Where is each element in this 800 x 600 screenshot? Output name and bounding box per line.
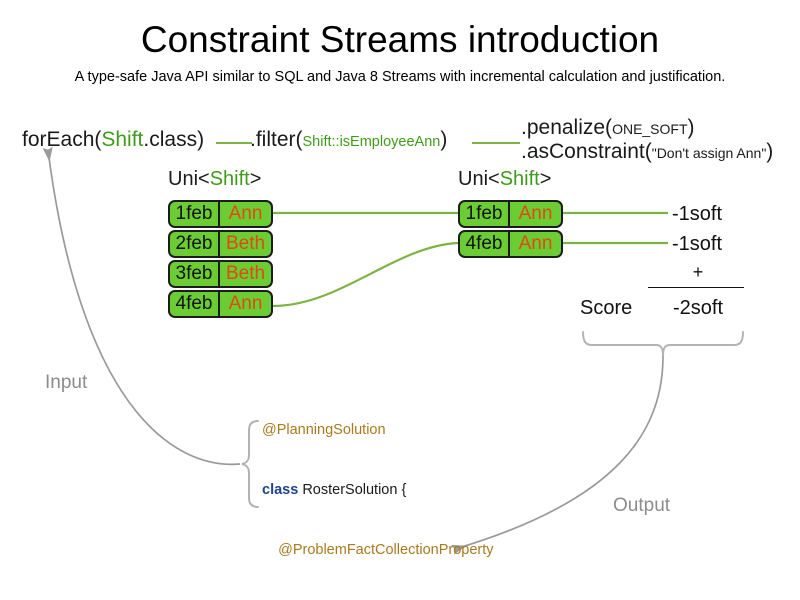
shift-date: 4feb xyxy=(460,232,510,256)
shift-tuple[interactable]: 1feb Ann xyxy=(458,200,563,228)
shift-employee: Ann xyxy=(518,203,553,224)
shift-stack-filtered: 1feb Ann 4feb Ann xyxy=(458,200,563,260)
uni-right-suffix: > xyxy=(539,168,552,190)
stream-as-constraint: .asConstraint("Don't assign Ann") xyxy=(521,139,773,166)
as-constraint-suffix: ) xyxy=(766,140,774,163)
shift-tuple[interactable]: 3feb Beth xyxy=(168,260,273,288)
shift-date: 3feb xyxy=(170,262,220,286)
shift-stack-input: 1feb Ann 2feb Beth 3feb Beth 4feb Ann xyxy=(168,200,273,320)
filter-arg-rest: ::isEmployeeAnn xyxy=(331,134,441,150)
stream-filter: .filter(Shift::isEmployeeAnn) xyxy=(250,127,447,155)
uni-left-type: Shift xyxy=(209,168,250,190)
page-title: Constraint Streams introduction xyxy=(140,19,660,60)
foreach-suffix: .class) xyxy=(143,128,205,151)
stream-foreach: forEach(Shift.class) xyxy=(22,127,204,153)
code-keyword-class: class xyxy=(262,482,299,498)
foreach-type: Shift xyxy=(101,128,144,151)
score-label: Score xyxy=(580,297,633,319)
penalize-arg: ONE_SOFT xyxy=(612,121,688,137)
uni-left-prefix: Uni< xyxy=(168,168,210,190)
shift-employee: Ann xyxy=(228,293,263,314)
code-line-annotation: @PlanningSolution xyxy=(262,420,504,440)
page-subtitle: A type-safe Java API similar to SQL and … xyxy=(74,69,726,85)
code-annotation-planning-solution: @PlanningSolution xyxy=(262,422,386,438)
stream-connector-2 xyxy=(472,142,520,144)
stream-penalize: .penalize(ONE_SOFT) xyxy=(521,115,695,142)
foreach-prefix: forEach( xyxy=(22,128,102,151)
as-constraint-arg: "Don't assign Ann" xyxy=(651,145,767,161)
shift-employee: Ann xyxy=(228,203,263,224)
soft-score-2: -1soft xyxy=(672,233,723,255)
link-4feb xyxy=(272,241,459,308)
code-line-class-decl: class RosterSolution { xyxy=(262,480,504,500)
shift-tuple[interactable]: 2feb Beth xyxy=(168,230,273,258)
shift-employee: Beth xyxy=(225,263,266,284)
filter-prefix: .filter( xyxy=(250,128,303,151)
shift-date: 4feb xyxy=(170,292,220,316)
uni-caption-left: Uni<Shift> xyxy=(168,167,261,191)
soft-score-1: -1soft xyxy=(672,203,723,225)
input-flow-label: Input xyxy=(45,372,88,393)
output-flow-label: Output xyxy=(613,495,671,516)
shift-date: 1feb xyxy=(170,202,220,226)
shift-date: 1feb xyxy=(460,202,510,226)
as-constraint-prefix: .asConstraint( xyxy=(521,140,652,163)
filter-suffix: ) xyxy=(440,128,448,151)
uni-right-type: Shift xyxy=(499,168,540,190)
stream-connector-1 xyxy=(216,142,252,144)
penalize-prefix: .penalize( xyxy=(521,116,613,139)
filter-arg-type: Shift xyxy=(302,134,332,150)
code-class-name: RosterSolution { xyxy=(298,482,407,498)
shift-tuple[interactable]: 1feb Ann xyxy=(168,200,273,228)
shift-employee: Ann xyxy=(518,233,553,254)
code-annotation-problem-fact: @ProblemFactCollectionProperty xyxy=(262,542,494,558)
score-total: -2soft xyxy=(672,297,724,319)
uni-left-suffix: > xyxy=(249,168,262,190)
fields-brace xyxy=(241,420,259,508)
sum-rule-line xyxy=(648,287,744,288)
score-brace xyxy=(582,331,744,357)
shift-employee: Beth xyxy=(225,233,266,254)
uni-right-prefix: Uni< xyxy=(458,168,500,190)
penalize-suffix: ) xyxy=(687,116,695,139)
shift-tuple[interactable]: 4feb Ann xyxy=(168,290,273,318)
shift-date: 2feb xyxy=(170,232,220,256)
sum-operator: + xyxy=(692,262,704,282)
code-line-annotation: @ProblemFactCollectionProperty xyxy=(262,540,504,560)
shift-tuple[interactable]: 4feb Ann xyxy=(458,230,563,258)
domain-code-block: @PlanningSolution class RosterSolution {… xyxy=(262,380,504,600)
uni-caption-right: Uni<Shift> xyxy=(458,167,551,191)
